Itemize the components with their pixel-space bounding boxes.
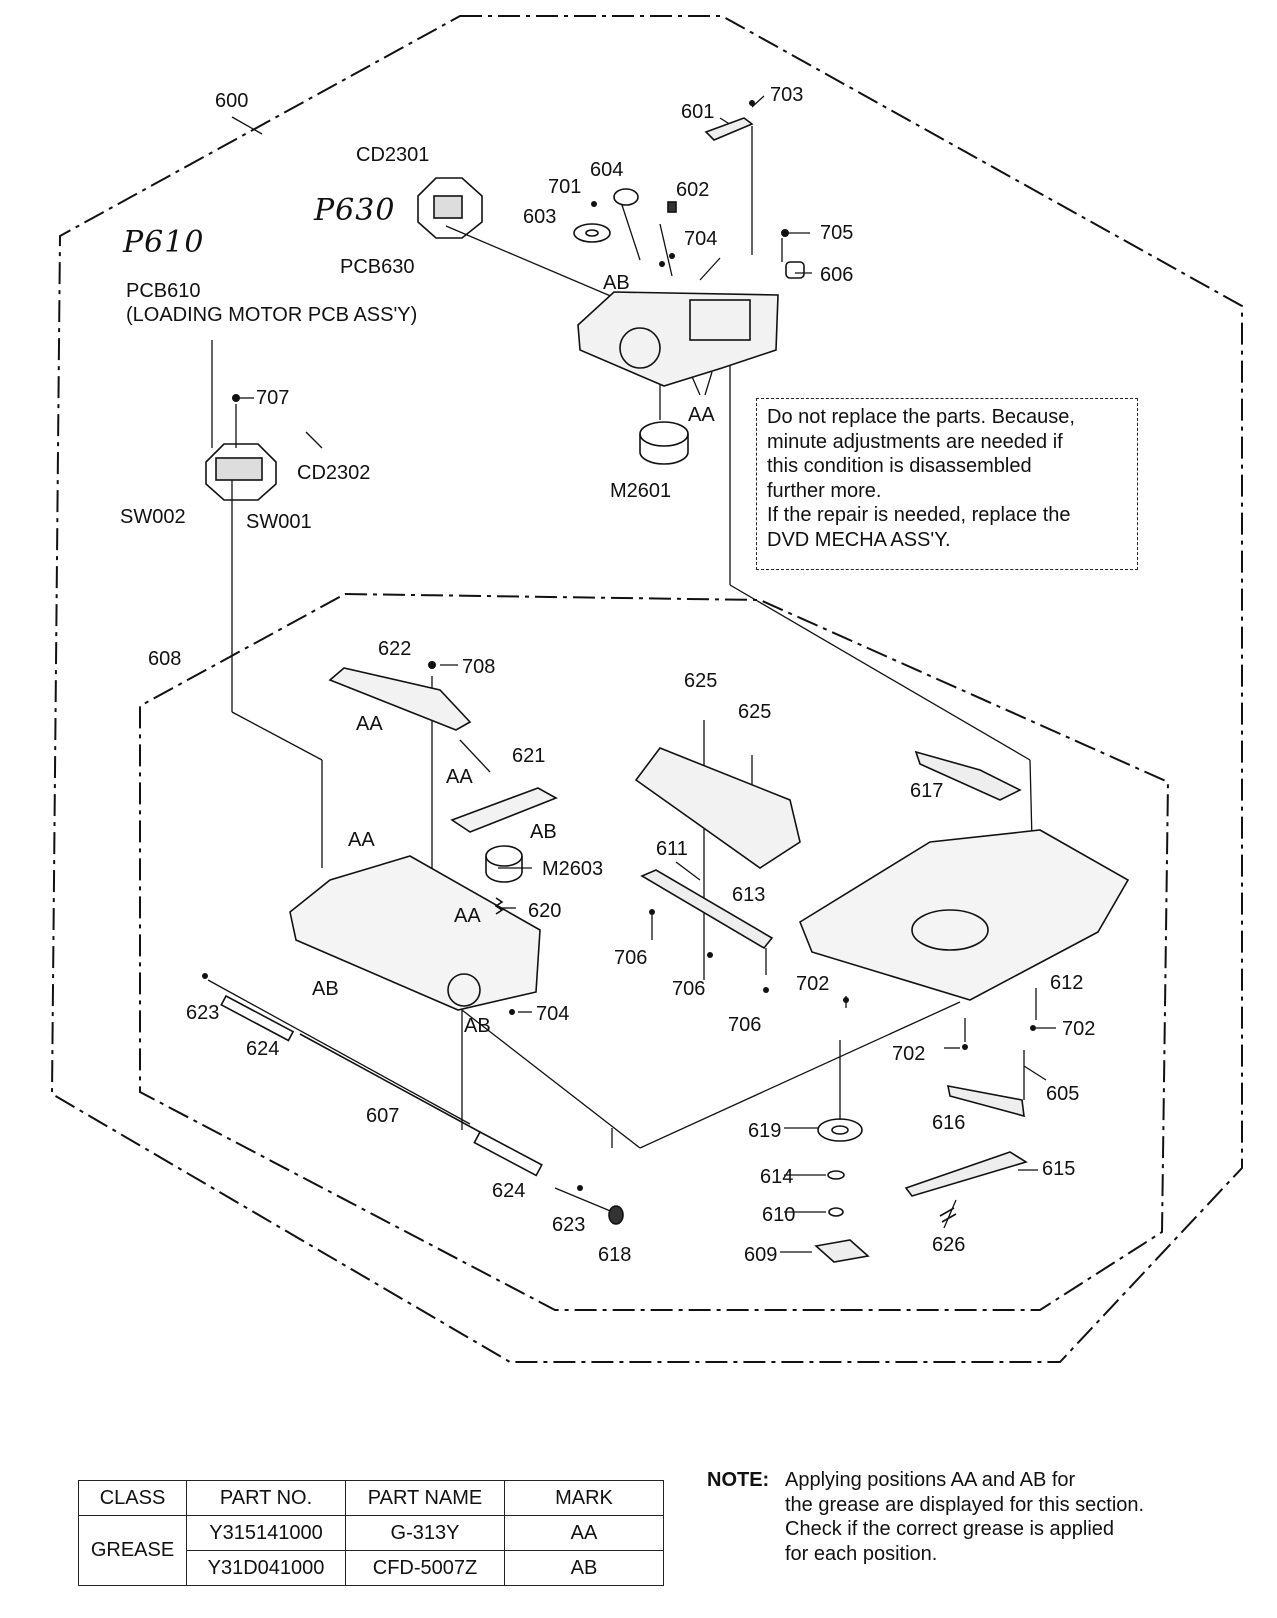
- label-pcb610-description: (LOADING MOTOR PCB ASS'Y): [126, 304, 418, 326]
- label-704: 704: [684, 228, 718, 250]
- do-not-replace-notice: Do not replace the parts. Because, minut…: [756, 398, 1138, 570]
- table-row: Y31D041000 CFD-5007Z AB: [79, 1550, 664, 1586]
- grease-mark-aa: AA: [454, 905, 481, 927]
- grease-mark-ab: AB: [312, 978, 339, 1000]
- notice-line: DVD MECHA ASS'Y.: [767, 528, 951, 551]
- label-m2603: M2603: [542, 858, 604, 880]
- label-706: 706: [614, 947, 648, 969]
- label-pcb610: PCB610: [126, 280, 201, 302]
- label-614: 614: [760, 1166, 794, 1188]
- notice-line: further more.: [767, 479, 882, 502]
- label-sw002: SW002: [120, 506, 186, 528]
- label-702: 702: [796, 973, 830, 995]
- table-header: PART NO.: [186, 1480, 346, 1516]
- grease-mark-aa: AA: [356, 713, 383, 735]
- label-706: 706: [728, 1014, 762, 1036]
- table-cell-class: GREASE: [78, 1515, 187, 1586]
- table-cell: AB: [504, 1550, 664, 1586]
- table-header-row: CLASS PART NO. PART NAME MARK: [78, 1480, 664, 1516]
- label-616: 616: [932, 1112, 966, 1134]
- label-622: 622: [378, 638, 412, 660]
- label-604: 604: [590, 159, 624, 181]
- handwritten-p610: P610: [123, 225, 205, 260]
- label-615: 615: [1042, 1158, 1076, 1180]
- grease-mark-ab: AB: [603, 272, 630, 294]
- label-cd2301: CD2301: [356, 144, 430, 166]
- grease-mark-ab: AB: [464, 1015, 491, 1037]
- label-623: 623: [186, 1002, 220, 1024]
- note-label: NOTE:: [707, 1469, 770, 1491]
- handwritten-p630: P630: [314, 193, 396, 228]
- outer-assembly-boundary: [50, 15, 1243, 1363]
- label-705: 705: [820, 222, 854, 244]
- label-708: 708: [462, 656, 496, 678]
- grease-note: NOTE: Applying positions AA and AB for t…: [707, 1468, 1144, 1565]
- table-cell: Y31D041000: [186, 1550, 346, 1586]
- note-line: the grease are displayed for this sectio…: [785, 1493, 1145, 1516]
- note-line: Check if the correct grease is applied: [785, 1518, 1115, 1540]
- table-cell: CFD-5007Z: [345, 1550, 505, 1586]
- label-620: 620: [528, 900, 562, 922]
- grease-mark-aa: AA: [688, 404, 715, 426]
- label-sw001: SW001: [246, 511, 312, 533]
- label-619: 619: [748, 1120, 782, 1142]
- label-600: 600: [215, 90, 249, 112]
- label-609: 609: [744, 1244, 778, 1266]
- label-610: 610: [762, 1204, 796, 1226]
- label-605: 605: [1046, 1083, 1080, 1105]
- label-703: 703: [770, 84, 804, 106]
- label-pcb630: PCB630: [340, 256, 415, 278]
- note-line: Applying positions AA and AB for: [785, 1469, 1076, 1491]
- table-cell: Y315141000: [186, 1515, 346, 1551]
- label-617: 617: [910, 780, 944, 802]
- label-706: 706: [672, 978, 706, 1000]
- label-625: 625: [684, 670, 718, 692]
- inner-assembly-boundary: [139, 592, 1170, 1311]
- notice-line: minute adjustments are needed if: [767, 430, 1063, 453]
- notice-line: If the repair is needed, replace the: [767, 504, 1071, 526]
- label-603: 603: [523, 206, 557, 228]
- label-607: 607: [366, 1105, 400, 1127]
- label-602: 602: [676, 179, 710, 201]
- grease-mark-ab: AB: [530, 821, 557, 843]
- label-618: 618: [598, 1244, 632, 1266]
- note-line: for each position.: [785, 1542, 938, 1565]
- label-702: 702: [892, 1043, 926, 1065]
- label-704: 704: [536, 1003, 570, 1025]
- label-621: 621: [512, 745, 546, 767]
- label-625: 625: [738, 701, 772, 723]
- table-header: PART NAME: [345, 1480, 505, 1516]
- label-624: 624: [492, 1180, 526, 1202]
- label-601: 601: [681, 101, 715, 123]
- label-cd2302: CD2302: [297, 462, 371, 484]
- label-611: 611: [656, 838, 688, 860]
- label-701: 701: [548, 176, 582, 198]
- label-624: 624: [246, 1038, 280, 1060]
- notice-line: Do not replace the parts. Because,: [767, 406, 1075, 428]
- table-header: MARK: [504, 1480, 664, 1516]
- label-612: 612: [1050, 972, 1084, 994]
- grease-mark-aa: AA: [446, 766, 473, 788]
- label-613: 613: [732, 884, 766, 906]
- table-row: GREASE Y315141000 G-313Y AA: [78, 1515, 664, 1586]
- table-cell: AA: [504, 1515, 664, 1551]
- label-707: 707: [256, 387, 290, 409]
- note-body: Applying positions AA and AB for the gre…: [785, 1468, 1144, 1566]
- table-cell: G-313Y: [345, 1515, 505, 1551]
- grease-table: CLASS PART NO. PART NAME MARK GREASE Y31…: [78, 1480, 664, 1586]
- grease-mark-aa: AA: [348, 829, 375, 851]
- label-702: 702: [1062, 1018, 1096, 1040]
- label-626: 626: [932, 1234, 966, 1256]
- label-606: 606: [820, 264, 854, 286]
- table-header: CLASS: [78, 1480, 187, 1516]
- notice-line: this condition is disassembled: [767, 455, 1032, 477]
- label-m2601: M2601: [610, 480, 672, 502]
- label-623: 623: [552, 1214, 586, 1236]
- label-608: 608: [148, 648, 182, 670]
